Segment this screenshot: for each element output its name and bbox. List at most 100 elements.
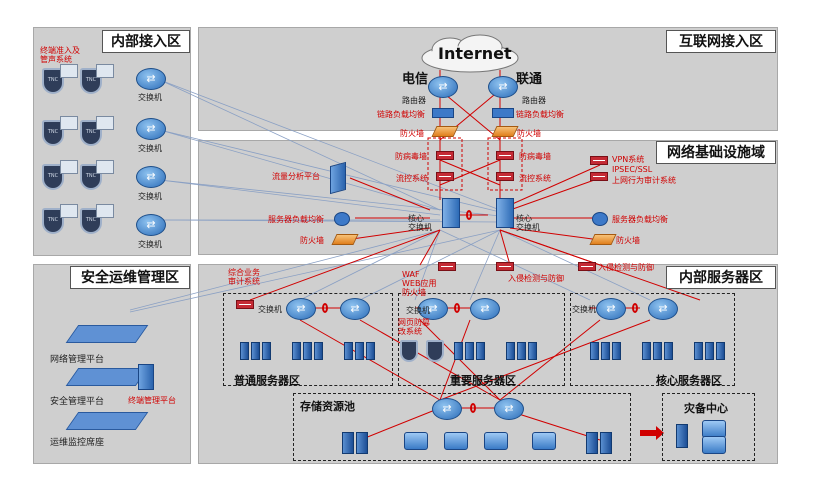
normal-servers-label: 普通服务器区	[234, 374, 300, 387]
tnc-shield-icon: TNC	[42, 208, 64, 234]
firewall-label: 防火墙	[517, 129, 541, 138]
server-icon	[303, 342, 312, 360]
antivirus-wall-icon	[496, 151, 514, 160]
internet-label: Internet	[438, 44, 512, 63]
server-icon	[705, 342, 714, 360]
audit-system-label: 综合业务 审计系统	[228, 268, 260, 286]
storage-disk-icon	[484, 432, 508, 450]
firewall-label: 防火墙	[616, 236, 640, 245]
server-icon	[262, 342, 271, 360]
core-switch-label: 核心 交换机	[408, 214, 432, 232]
storage-server-icon	[356, 432, 368, 454]
pc-icon	[60, 160, 78, 174]
zone-security-ops	[33, 264, 191, 464]
group-important-servers	[398, 293, 565, 386]
traffic-analysis-icon	[330, 161, 346, 195]
pc-icon	[96, 204, 114, 218]
audit-system-icon	[236, 300, 254, 309]
group-dr-center	[662, 393, 755, 461]
access-switch-icon	[136, 214, 166, 236]
server-switch-icon	[286, 298, 316, 320]
group-normal-servers	[223, 293, 393, 386]
ips-icon	[578, 262, 596, 271]
link-aggregation-icon	[470, 403, 476, 413]
group-core-servers	[570, 293, 735, 386]
router-label: 路由器	[522, 96, 546, 105]
core-switch-icon	[496, 198, 514, 228]
storage-disk-icon	[532, 432, 556, 450]
server-icon	[664, 342, 673, 360]
firewall-label: 防火墙	[300, 236, 324, 245]
router-icon	[428, 76, 458, 98]
server-icon	[590, 342, 599, 360]
sec-mgmt-platform-icon	[65, 368, 149, 386]
access-switch-icon	[136, 118, 166, 140]
terminal-mgmt-label: 终端管理平台	[128, 396, 176, 405]
pc-icon	[60, 204, 78, 218]
server-icon	[642, 342, 651, 360]
switch-label: 交换机	[406, 306, 430, 315]
server-icon	[716, 342, 725, 360]
core-switch-label: 核心 交换机	[516, 214, 540, 232]
telecom-label: 电信	[402, 72, 429, 87]
server-switch-icon	[470, 298, 500, 320]
server-icon	[517, 342, 526, 360]
link-lb-label: 链路负载均衡	[516, 110, 564, 119]
firewall-icon	[589, 234, 617, 245]
switch-label: 交换机	[138, 144, 162, 153]
vpn-icon	[590, 156, 608, 165]
waf-label: WAF WEB应用 防火墙	[402, 270, 437, 297]
server-icon	[612, 342, 621, 360]
group-storage-pool	[293, 393, 631, 461]
core-servers-label: 核心服务器区	[656, 374, 722, 387]
firewall-icon	[431, 126, 459, 137]
tnc-shield-icon: TNC	[42, 68, 64, 94]
tnc-shield-icon: TNC	[42, 120, 64, 146]
storage-server-icon	[600, 432, 612, 454]
dr-center-label: 灾备中心	[684, 402, 728, 415]
vpn-label: VPN系统	[612, 155, 645, 164]
core-switch-icon	[442, 198, 460, 228]
server-switch-icon	[648, 298, 678, 320]
flow-control-icon	[496, 172, 514, 181]
server-lb-icon	[334, 212, 350, 226]
firewall-label: 防火墙	[400, 129, 424, 138]
server-lb-label: 服务器负载均衡	[612, 215, 668, 224]
server-icon	[528, 342, 537, 360]
ipsec-label: IPSEC/SSL	[612, 165, 653, 174]
link-aggregation-icon	[454, 303, 460, 313]
important-servers-label: 重要服务器区	[450, 374, 516, 387]
flow-control-label: 流控系统	[519, 174, 551, 183]
web-tamper-shield-icon	[400, 340, 418, 362]
server-icon	[454, 342, 463, 360]
server-icon	[476, 342, 485, 360]
server-switch-icon	[418, 298, 448, 320]
router-icon	[488, 76, 518, 98]
pc-icon	[60, 64, 78, 78]
title-security-ops: 安全运维管理区	[70, 266, 190, 289]
antivirus-label: 防病毒墙	[395, 152, 427, 161]
link-lb-icon	[492, 108, 514, 118]
pc-icon	[96, 116, 114, 130]
title-infrastructure: 网络基础设施域	[656, 141, 776, 164]
server-icon	[292, 342, 301, 360]
server-icon	[240, 342, 249, 360]
storage-server-icon	[586, 432, 598, 454]
server-icon	[355, 342, 364, 360]
terminal-mgmt-server-icon	[138, 364, 154, 390]
switch-label: 交换机	[258, 305, 282, 314]
sec-mgmt-label: 安全管理平台	[50, 397, 105, 407]
dr-storage-icon	[702, 436, 726, 454]
storage-switch-icon	[432, 398, 462, 420]
pc-icon	[96, 64, 114, 78]
server-icon	[344, 342, 353, 360]
firewall-icon	[331, 234, 359, 245]
server-icon	[694, 342, 703, 360]
behavior-audit-label: 上网行为审计系统	[612, 176, 676, 185]
web-tamper-label: 网页防篡 改系统	[398, 318, 430, 336]
storage-disk-icon	[404, 432, 428, 450]
ips-icon	[496, 262, 514, 271]
ops-monitor-label: 运维监控席座	[50, 438, 105, 448]
server-icon	[314, 342, 323, 360]
